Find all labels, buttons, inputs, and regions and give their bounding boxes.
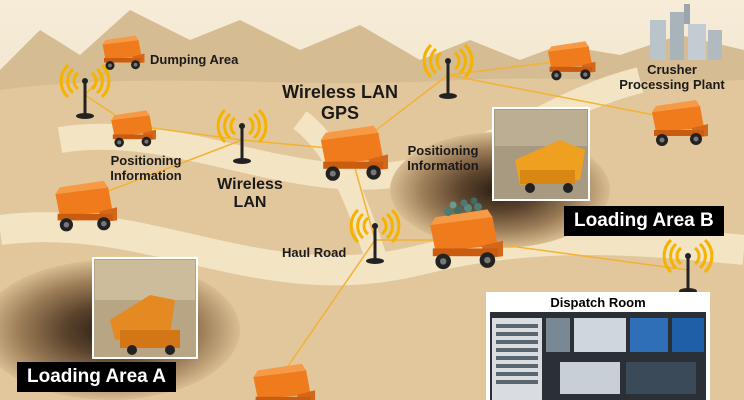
wireless-lan-line2: LAN: [233, 194, 267, 212]
haul-road-connector: [293, 111, 391, 274]
haul-road-label: Haul Road: [282, 245, 347, 260]
positioning-info-center-line2: Information: [407, 157, 479, 173]
positioning-info-center-line1: Positioning: [407, 143, 479, 158]
dispatch-room-label: Dispatch Room: [550, 295, 646, 310]
processing-plant-icon: [650, 4, 722, 60]
ore-load: [444, 197, 482, 216]
haul-road-lower: [0, 212, 744, 286]
positioning-info-left-label: Positioning Information: [96, 153, 196, 184]
wireless-lan-gps-line1: Wireless LAN: [282, 82, 398, 102]
wireless-lan-gps-line2: GPS: [320, 102, 359, 123]
loading-area-b-photo: [492, 107, 590, 201]
loading-area-a-label: Loading Area A: [17, 362, 176, 392]
positioning-info-center-label: Positioning Information: [393, 143, 493, 174]
crusher-label-line2: Processing Plant: [619, 76, 725, 92]
loading-area-a-photo: [92, 257, 198, 359]
dispatch-room-photo: [486, 292, 710, 400]
positioning-info-left-line1: Positioning: [110, 153, 182, 168]
wireless-lan-gps-label: Wireless LAN GPS: [270, 82, 410, 123]
positioning-info-left-line2: Information: [110, 167, 182, 183]
crusher-plant-label: Crusher Processing Plant: [602, 62, 742, 93]
wireless-lan-label: Wireless LAN: [200, 176, 300, 213]
crusher-label-line1: Crusher: [647, 62, 697, 77]
loading-area-b-label: Loading Area B: [564, 206, 724, 236]
dumping-area-label: Dumping Area: [150, 52, 239, 67]
wireless-lan-line1: Wireless: [217, 176, 283, 193]
